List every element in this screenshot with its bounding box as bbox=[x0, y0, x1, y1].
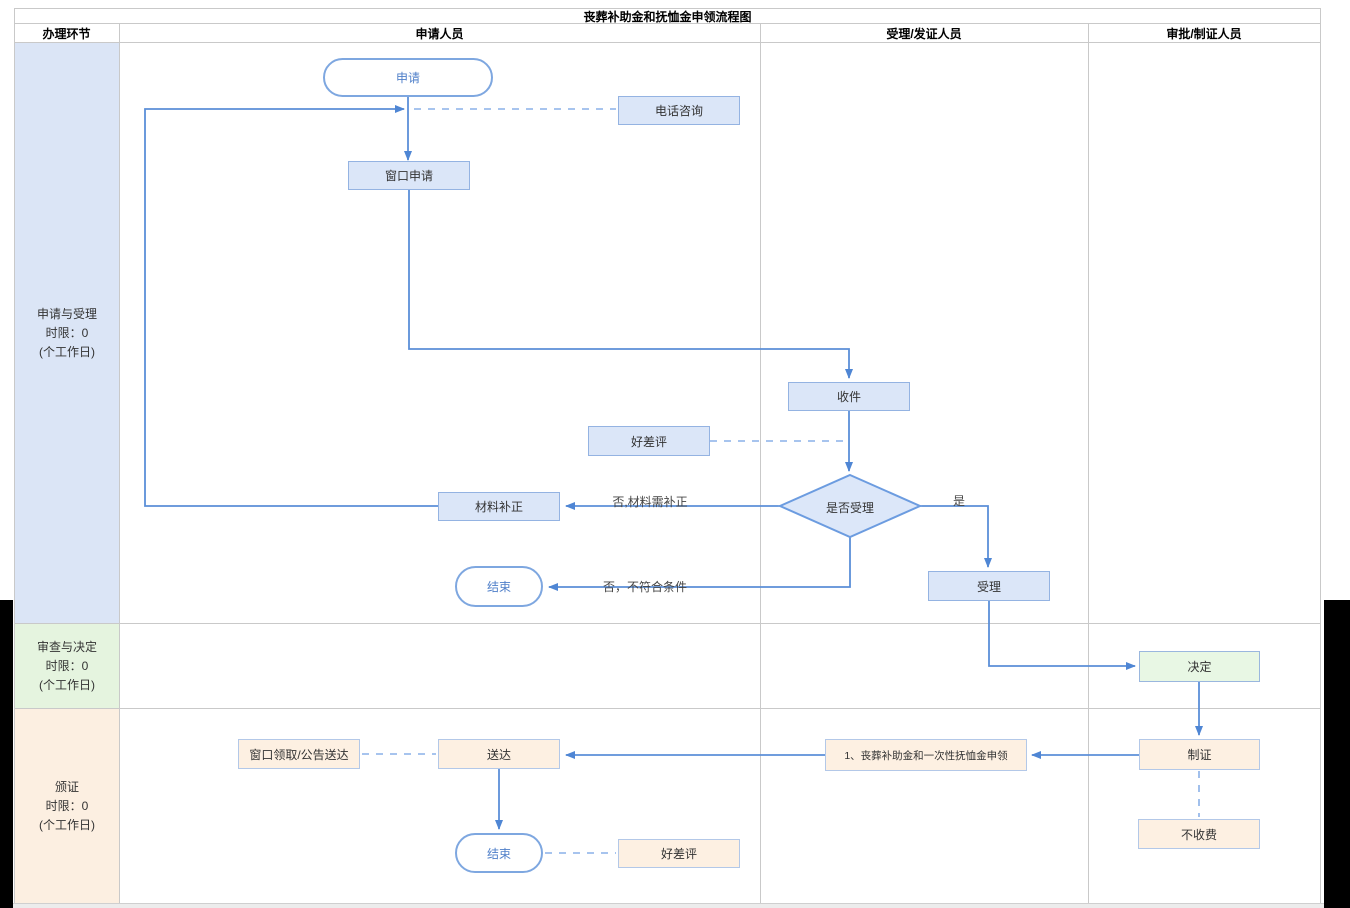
col-divider-2 bbox=[760, 23, 761, 903]
lane-limit: 时限：0 bbox=[45, 325, 89, 340]
decision-diamond bbox=[777, 473, 923, 539]
edge-label-yes: 是 bbox=[952, 494, 965, 508]
column-header-steps: 办理环节 bbox=[42, 26, 91, 41]
node-rating-bottom: 好差评 bbox=[618, 839, 740, 868]
node-make-cert: 制证 bbox=[1139, 739, 1260, 770]
edge-window-to-receive bbox=[408, 190, 853, 379]
edge-label-not-qualified: 否，不符合条件 bbox=[602, 580, 687, 594]
edge-supplement-loop bbox=[144, 105, 438, 507]
node-deliver: 送达 bbox=[438, 739, 560, 769]
column-header-applicant: 申请人员 bbox=[415, 26, 464, 41]
header-divider bbox=[14, 42, 1321, 43]
node-start-apply: 申请 bbox=[323, 58, 493, 97]
lane-unit: (个工作日) bbox=[39, 817, 95, 832]
right-black-bar bbox=[1324, 600, 1350, 908]
node-item-name: 1、丧葬补助金和一次性抚恤金申领 bbox=[825, 739, 1027, 771]
node-no-fee: 不收费 bbox=[1138, 819, 1260, 849]
lane-apply-accept: 申请与受理 时限：0 (个工作日) bbox=[15, 43, 119, 623]
lane-label: 申请与受理 bbox=[36, 306, 97, 321]
node-end-mid: 结束 bbox=[455, 566, 543, 607]
lane-limit: 时限：0 bbox=[45, 798, 89, 813]
col-divider-3 bbox=[1088, 23, 1089, 903]
lane-divider-2 bbox=[14, 708, 1321, 709]
bottom-page-edge bbox=[13, 903, 1324, 908]
lane-label: 颁证 bbox=[54, 779, 79, 794]
lane-unit: (个工作日) bbox=[39, 677, 95, 692]
edge-accept-to-decide bbox=[988, 601, 1136, 670]
lane-label: 审查与决定 bbox=[36, 639, 97, 654]
node-decision-label: 是否受理 bbox=[825, 501, 874, 515]
col-divider-1 bbox=[119, 23, 120, 903]
node-decide: 决定 bbox=[1139, 651, 1260, 682]
column-header-approver: 审批/制证人员 bbox=[1166, 26, 1242, 41]
edge-label-need-supplement: 否,材料需补正 bbox=[612, 495, 688, 509]
node-pickup: 窗口领取/公告送达 bbox=[238, 739, 360, 769]
lane-unit: (个工作日) bbox=[39, 344, 95, 359]
node-accept: 受理 bbox=[928, 571, 1050, 601]
node-end-bottom: 结束 bbox=[455, 833, 543, 873]
edge-decision-to-end bbox=[548, 537, 851, 591]
table-border-left bbox=[14, 8, 15, 903]
lane-divider-1 bbox=[14, 623, 1321, 624]
title-divider bbox=[14, 23, 1321, 24]
left-black-bar bbox=[0, 600, 13, 908]
table-border-top bbox=[14, 8, 1321, 9]
node-supplement: 材料补正 bbox=[438, 492, 560, 521]
node-phone-consult: 电话咨询 bbox=[618, 96, 740, 125]
lane-review-decide: 审查与决定 时限：0 (个工作日) bbox=[15, 624, 119, 708]
edge-decision-to-accept bbox=[920, 505, 992, 568]
node-window-apply: 窗口申请 bbox=[348, 161, 470, 190]
node-receive: 收件 bbox=[788, 382, 910, 411]
node-rating-top: 好差评 bbox=[588, 426, 710, 456]
lane-limit: 时限：0 bbox=[45, 658, 89, 673]
table-border-right bbox=[1320, 8, 1321, 903]
column-header-acceptor: 受理/发证人员 bbox=[886, 26, 962, 41]
lane-issue-cert: 颁证 时限：0 (个工作日) bbox=[15, 709, 119, 903]
page-title: 丧葬补助金和抚恤金申领流程图 bbox=[583, 9, 752, 24]
